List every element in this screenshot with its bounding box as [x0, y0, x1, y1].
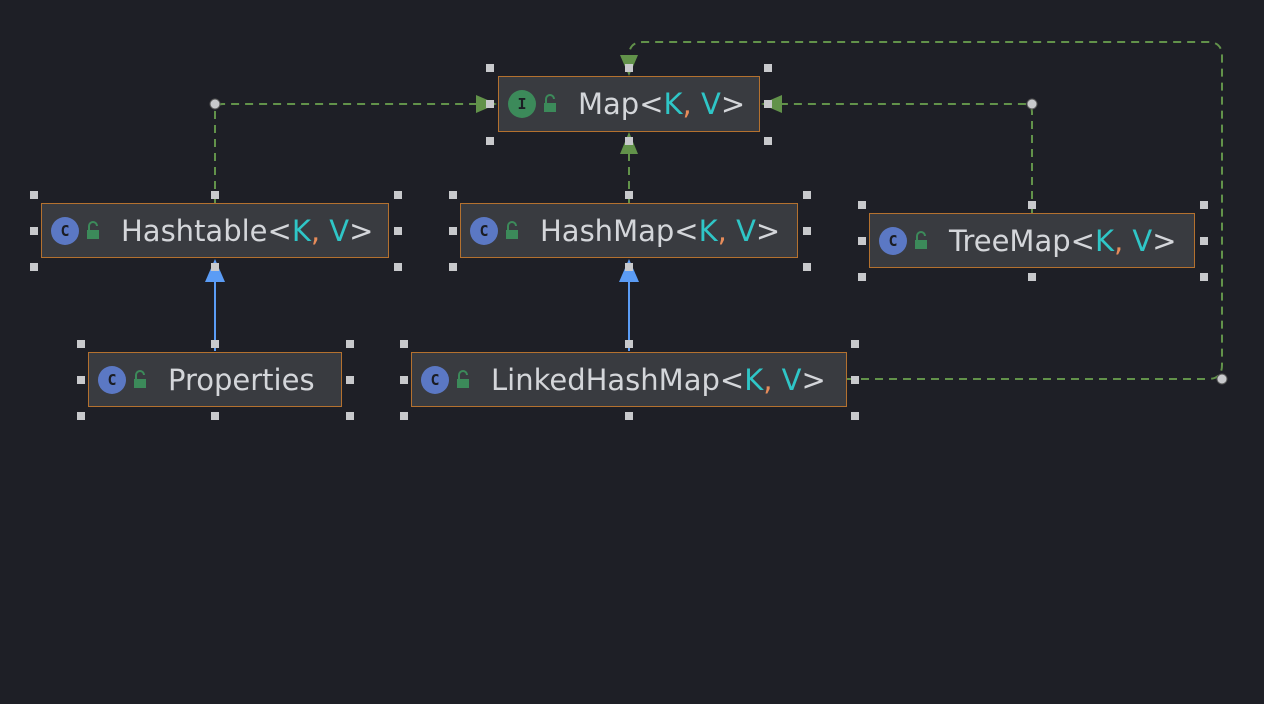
resize-handle[interactable]	[625, 191, 633, 199]
unlocked-padlock-icon	[457, 369, 469, 388]
resize-handle[interactable]	[77, 376, 85, 384]
resize-handle[interactable]	[803, 227, 811, 235]
node-hashtable[interactable]: C Hashtable<K, V>	[41, 203, 389, 258]
resize-handle[interactable]	[851, 340, 859, 348]
class-icon: C	[51, 216, 79, 245]
node-properties[interactable]: C Properties	[88, 352, 342, 407]
resize-handle[interactable]	[211, 340, 219, 348]
resize-handle[interactable]	[1200, 237, 1208, 245]
resize-handle[interactable]	[400, 412, 408, 420]
resize-handle[interactable]	[400, 376, 408, 384]
resize-handle[interactable]	[211, 263, 219, 271]
edge-treemap-implements-map	[782, 103, 1033, 213]
resize-handle[interactable]	[77, 412, 85, 420]
edge-bend-handle[interactable]	[1216, 373, 1228, 385]
node-title: HashMap<K, V>	[540, 213, 781, 248]
resize-handle[interactable]	[625, 340, 633, 348]
edge-hashtable-implements-map	[214, 103, 478, 231]
node-hashmap[interactable]: C HashMap<K, V>	[460, 203, 798, 258]
resize-handle[interactable]	[30, 227, 38, 235]
class-name: HashMap	[540, 213, 675, 248]
node-title: Map<K, V>	[578, 87, 746, 121]
node-title: LinkedHashMap<K, V>	[491, 362, 826, 397]
class-icon: C	[98, 365, 126, 394]
unlocked-padlock-icon	[87, 220, 99, 239]
resize-handle[interactable]	[449, 191, 457, 199]
resize-handle[interactable]	[449, 227, 457, 235]
type-param: K	[1094, 223, 1114, 258]
resize-handle[interactable]	[449, 263, 457, 271]
unlocked-padlock-icon	[134, 369, 146, 388]
class-name: TreeMap	[949, 223, 1071, 258]
resize-handle[interactable]	[346, 376, 354, 384]
resize-handle[interactable]	[851, 376, 859, 384]
class-name: LinkedHashMap	[491, 362, 720, 397]
resize-handle[interactable]	[625, 137, 633, 145]
resize-handle[interactable]	[30, 191, 38, 199]
type-param: V	[1132, 223, 1153, 258]
resize-handle[interactable]	[803, 191, 811, 199]
resize-handle[interactable]	[803, 263, 811, 271]
node-title: Hashtable<K, V>	[121, 213, 374, 248]
resize-handle[interactable]	[625, 263, 633, 271]
node-title: TreeMap<K, V>	[949, 223, 1177, 258]
class-icon: C	[421, 365, 449, 394]
class-name: Map	[578, 87, 640, 121]
resize-handle[interactable]	[764, 64, 772, 72]
type-param: K	[698, 213, 718, 248]
unlocked-padlock-icon	[915, 230, 927, 249]
type-param: V	[781, 362, 802, 397]
edge-bend-handle[interactable]	[209, 98, 221, 110]
type-param: K	[291, 213, 311, 248]
type-param: V	[329, 213, 350, 248]
node-treemap[interactable]: C TreeMap<K, V>	[869, 213, 1195, 268]
resize-handle[interactable]	[851, 412, 859, 420]
type-param: V	[700, 87, 721, 121]
resize-handle[interactable]	[625, 412, 633, 420]
class-name: Properties	[168, 362, 315, 397]
class-icon: C	[879, 226, 907, 255]
type-param: K	[744, 362, 764, 397]
unlocked-padlock-icon	[544, 94, 556, 112]
resize-handle[interactable]	[1028, 273, 1036, 281]
class-icon: C	[470, 216, 498, 245]
resize-handle[interactable]	[1200, 273, 1208, 281]
resize-handle[interactable]	[858, 237, 866, 245]
class-name: Hashtable	[121, 213, 268, 248]
resize-handle[interactable]	[625, 64, 633, 72]
interface-icon: I	[508, 90, 536, 118]
type-param: K	[663, 87, 683, 121]
resize-handle[interactable]	[394, 191, 402, 199]
edge-bend-handle[interactable]	[1026, 98, 1038, 110]
resize-handle[interactable]	[764, 137, 772, 145]
resize-handle[interactable]	[764, 100, 772, 108]
resize-handle[interactable]	[486, 100, 494, 108]
resize-handle[interactable]	[211, 191, 219, 199]
resize-handle[interactable]	[394, 227, 402, 235]
resize-handle[interactable]	[346, 340, 354, 348]
node-title: Properties	[168, 363, 315, 397]
resize-handle[interactable]	[77, 340, 85, 348]
unlocked-padlock-icon	[506, 220, 518, 239]
resize-handle[interactable]	[1028, 201, 1036, 209]
resize-handle[interactable]	[211, 412, 219, 420]
resize-handle[interactable]	[400, 340, 408, 348]
type-param: V	[736, 213, 756, 248]
node-linkedhashmap[interactable]: C LinkedHashMap<K, V>	[411, 352, 847, 407]
resize-handle[interactable]	[30, 263, 38, 271]
resize-handle[interactable]	[394, 263, 402, 271]
resize-handle[interactable]	[346, 412, 354, 420]
resize-handle[interactable]	[486, 137, 494, 145]
node-map[interactable]: I Map<K, V>	[498, 76, 760, 132]
resize-handle[interactable]	[858, 201, 866, 209]
resize-handle[interactable]	[1200, 201, 1208, 209]
resize-handle[interactable]	[858, 273, 866, 281]
resize-handle[interactable]	[486, 64, 494, 72]
